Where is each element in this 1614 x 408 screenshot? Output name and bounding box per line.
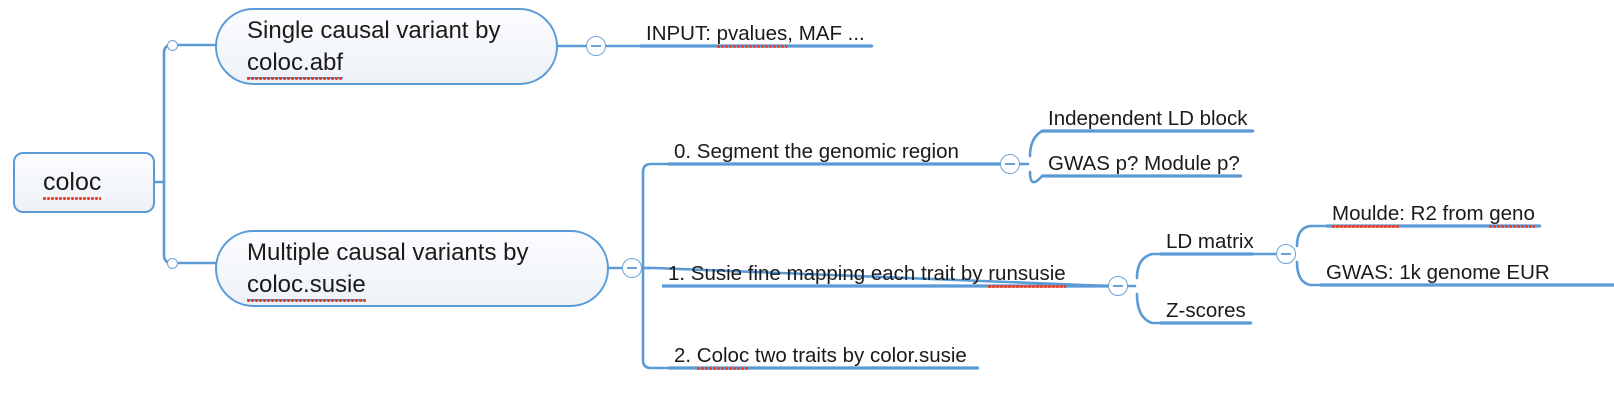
collapse-dot-abf-branch[interactable]	[167, 40, 178, 51]
leaf-gwas-module-p-label: GWAS p? Module p?	[1048, 152, 1240, 175]
collapse-toggle-step1[interactable]	[1108, 276, 1128, 296]
collapse-toggle-step0[interactable]	[1000, 154, 1020, 174]
branch-node-coloc-susie[interactable]: Multiple causal variants by coloc.susie	[215, 230, 609, 307]
leaf-ld-matrix[interactable]: LD matrix	[1156, 230, 1258, 257]
leaf-step0[interactable]: 0. Segment the genomic region	[664, 140, 963, 167]
leaf-z-scores-label: Z-scores	[1166, 299, 1246, 322]
leaf-ld-matrix-label: LD matrix	[1166, 230, 1254, 253]
root-node-coloc[interactable]: coloc	[13, 152, 155, 213]
collapse-toggle-ld-matrix[interactable]	[1276, 244, 1296, 264]
leaf-step0-label: 0. Segment the genomic region	[674, 140, 959, 163]
leaf-gwas-module-p[interactable]: GWAS p? Module p?	[1038, 152, 1244, 179]
leaf-moulde-r2[interactable]: Moulde: R2 from geno	[1332, 202, 1535, 225]
leaf-ld-block-label: Independent LD block	[1048, 107, 1248, 130]
branch-node-abf-line2: coloc.abf	[247, 48, 344, 79]
leaf-abf-input[interactable]: INPUT: pvalues, MAF ...	[646, 22, 865, 45]
leaf-gwas-1k-label: GWAS: 1k genome EUR	[1326, 261, 1550, 284]
leaf-z-scores[interactable]: Z-scores	[1156, 299, 1250, 326]
leaf-independent-ld-block[interactable]: Independent LD block	[1038, 107, 1251, 134]
branch-node-susie-line1: Multiple causal variants by	[247, 238, 529, 266]
collapse-toggle-abf[interactable]	[586, 36, 606, 56]
root-node-label: coloc	[43, 168, 102, 200]
branch-node-susie-line2: coloc.susie	[247, 270, 366, 301]
branch-node-coloc-abf[interactable]: Single causal variant by coloc.abf	[215, 8, 558, 85]
branch-node-abf-line1: Single causal variant by	[247, 16, 501, 44]
leaf-step2[interactable]: 2. Coloc two traits by color.susie	[674, 344, 967, 367]
collapse-dot-susie-branch[interactable]	[167, 258, 178, 269]
leaf-gwas-1k-genome[interactable]: GWAS: 1k genome EUR	[1316, 261, 1554, 288]
leaf-step1[interactable]: 1. Susie fine mapping each trait by runs…	[668, 262, 1066, 285]
collapse-toggle-susie[interactable]	[622, 258, 642, 278]
